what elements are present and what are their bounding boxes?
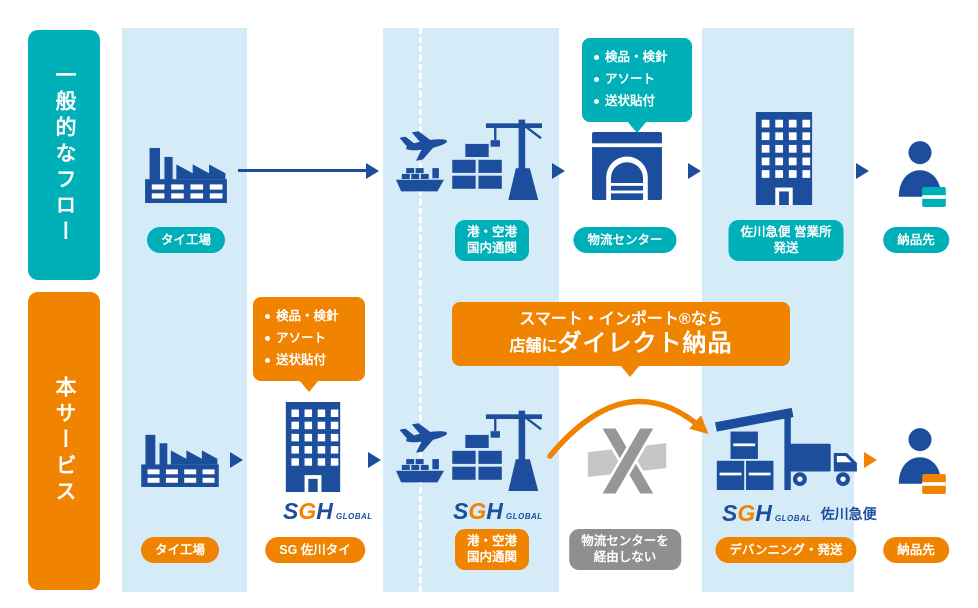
- flow-arrow-head-icon: [366, 163, 379, 179]
- callout-item: アソート: [265, 328, 353, 350]
- callout-pointer: [299, 379, 319, 392]
- crane-containers-icon: [452, 114, 546, 200]
- cargo-ship-icon: [396, 165, 444, 193]
- cargo-ship-icon: [396, 456, 444, 484]
- bullet-icon: [265, 336, 270, 342]
- factory-icon: [145, 145, 227, 203]
- badge-port-customs: 港・空港 国内通関: [454, 529, 530, 570]
- column-factory: [122, 28, 247, 592]
- callout-item-label: 検品・検針: [605, 50, 668, 64]
- lane-this-service-label: 本サービス: [53, 376, 76, 506]
- lane-general-flow-label: 一般的なフロー: [53, 64, 76, 246]
- customs-boundary-dashed-line: [419, 28, 422, 592]
- badge-port-customs: 港・空港 国内通関: [454, 220, 530, 261]
- callout-item-label: 送状貼付: [605, 93, 656, 108]
- callout-pointer: [620, 364, 640, 377]
- flow-arrow-icon: [368, 452, 381, 468]
- crane-containers-icon: [452, 405, 546, 491]
- flow-arrow-icon: [552, 163, 565, 179]
- callout-item: 送状貼付: [594, 91, 680, 113]
- flow-arrow-line: [238, 169, 366, 172]
- callout-item: 検品・検針: [594, 47, 680, 69]
- highlight-line2: 店舗にダイレクト納品: [509, 329, 733, 357]
- badge-logistics-center: 物流センター: [573, 227, 677, 254]
- badge-sg-sagawa-thai: SG 佐川タイ: [265, 537, 365, 564]
- badge-destination: 納品先: [883, 537, 949, 564]
- lane-this-service: 本サービス: [28, 292, 100, 590]
- factory-icon: [141, 432, 219, 487]
- smart-import-highlight: スマート・インポート®なら 店舗にダイレクト納品: [452, 302, 790, 377]
- carrier-label: 佐川急便: [820, 505, 877, 522]
- bullet-icon: [594, 55, 599, 61]
- flow-arrow-icon: [856, 163, 869, 179]
- callout-inspection-general: 検品・検針 アソート 送状貼付: [582, 38, 692, 133]
- bullet-icon: [594, 77, 599, 83]
- badge-skip-logistics-center: 物流センターを 経由しない: [569, 529, 681, 570]
- package-icon: [922, 187, 946, 207]
- callout-inspection-service: 検品・検針 アソート 送状貼付: [253, 297, 365, 392]
- package-icon: [922, 474, 946, 494]
- flow-arrow-icon: [864, 452, 877, 468]
- callout-pointer: [627, 120, 647, 133]
- callout-item: アソート: [594, 69, 680, 91]
- bullet-icon: [265, 314, 270, 320]
- flow-arrow-icon: [688, 163, 701, 179]
- truck-icon: [786, 442, 860, 487]
- callout-item-label: 検品・検針: [276, 309, 339, 323]
- office-building-icon: [752, 112, 816, 205]
- bullet-icon: [594, 99, 599, 105]
- sgh-building-icon: [282, 402, 344, 492]
- callout-item-label: 送状貼付: [276, 352, 327, 367]
- badge-destination: 納品先: [883, 227, 949, 254]
- badge-devanning-shipping: デバンニング・発送: [715, 537, 857, 564]
- callout-item: 送状貼付: [265, 350, 353, 372]
- callout-item-label: アソート: [605, 71, 656, 86]
- badge-thai-factory: タイ工場: [146, 227, 226, 254]
- logistics-center-icon: [592, 132, 662, 200]
- callout-item-label: アソート: [276, 330, 327, 345]
- highlight-line1: スマート・インポート®なら: [519, 311, 723, 328]
- lane-general-flow: 一般的なフロー: [28, 30, 100, 280]
- badge-thai-factory: タイ工場: [140, 537, 220, 564]
- callout-item: 検品・検針: [265, 306, 353, 328]
- bypass-arrow-icon: [547, 398, 709, 459]
- flow-arrow-icon: [230, 452, 243, 468]
- bullet-icon: [265, 358, 270, 364]
- badge-sagawa-office: 佐川急便 営業所 発送: [728, 220, 844, 261]
